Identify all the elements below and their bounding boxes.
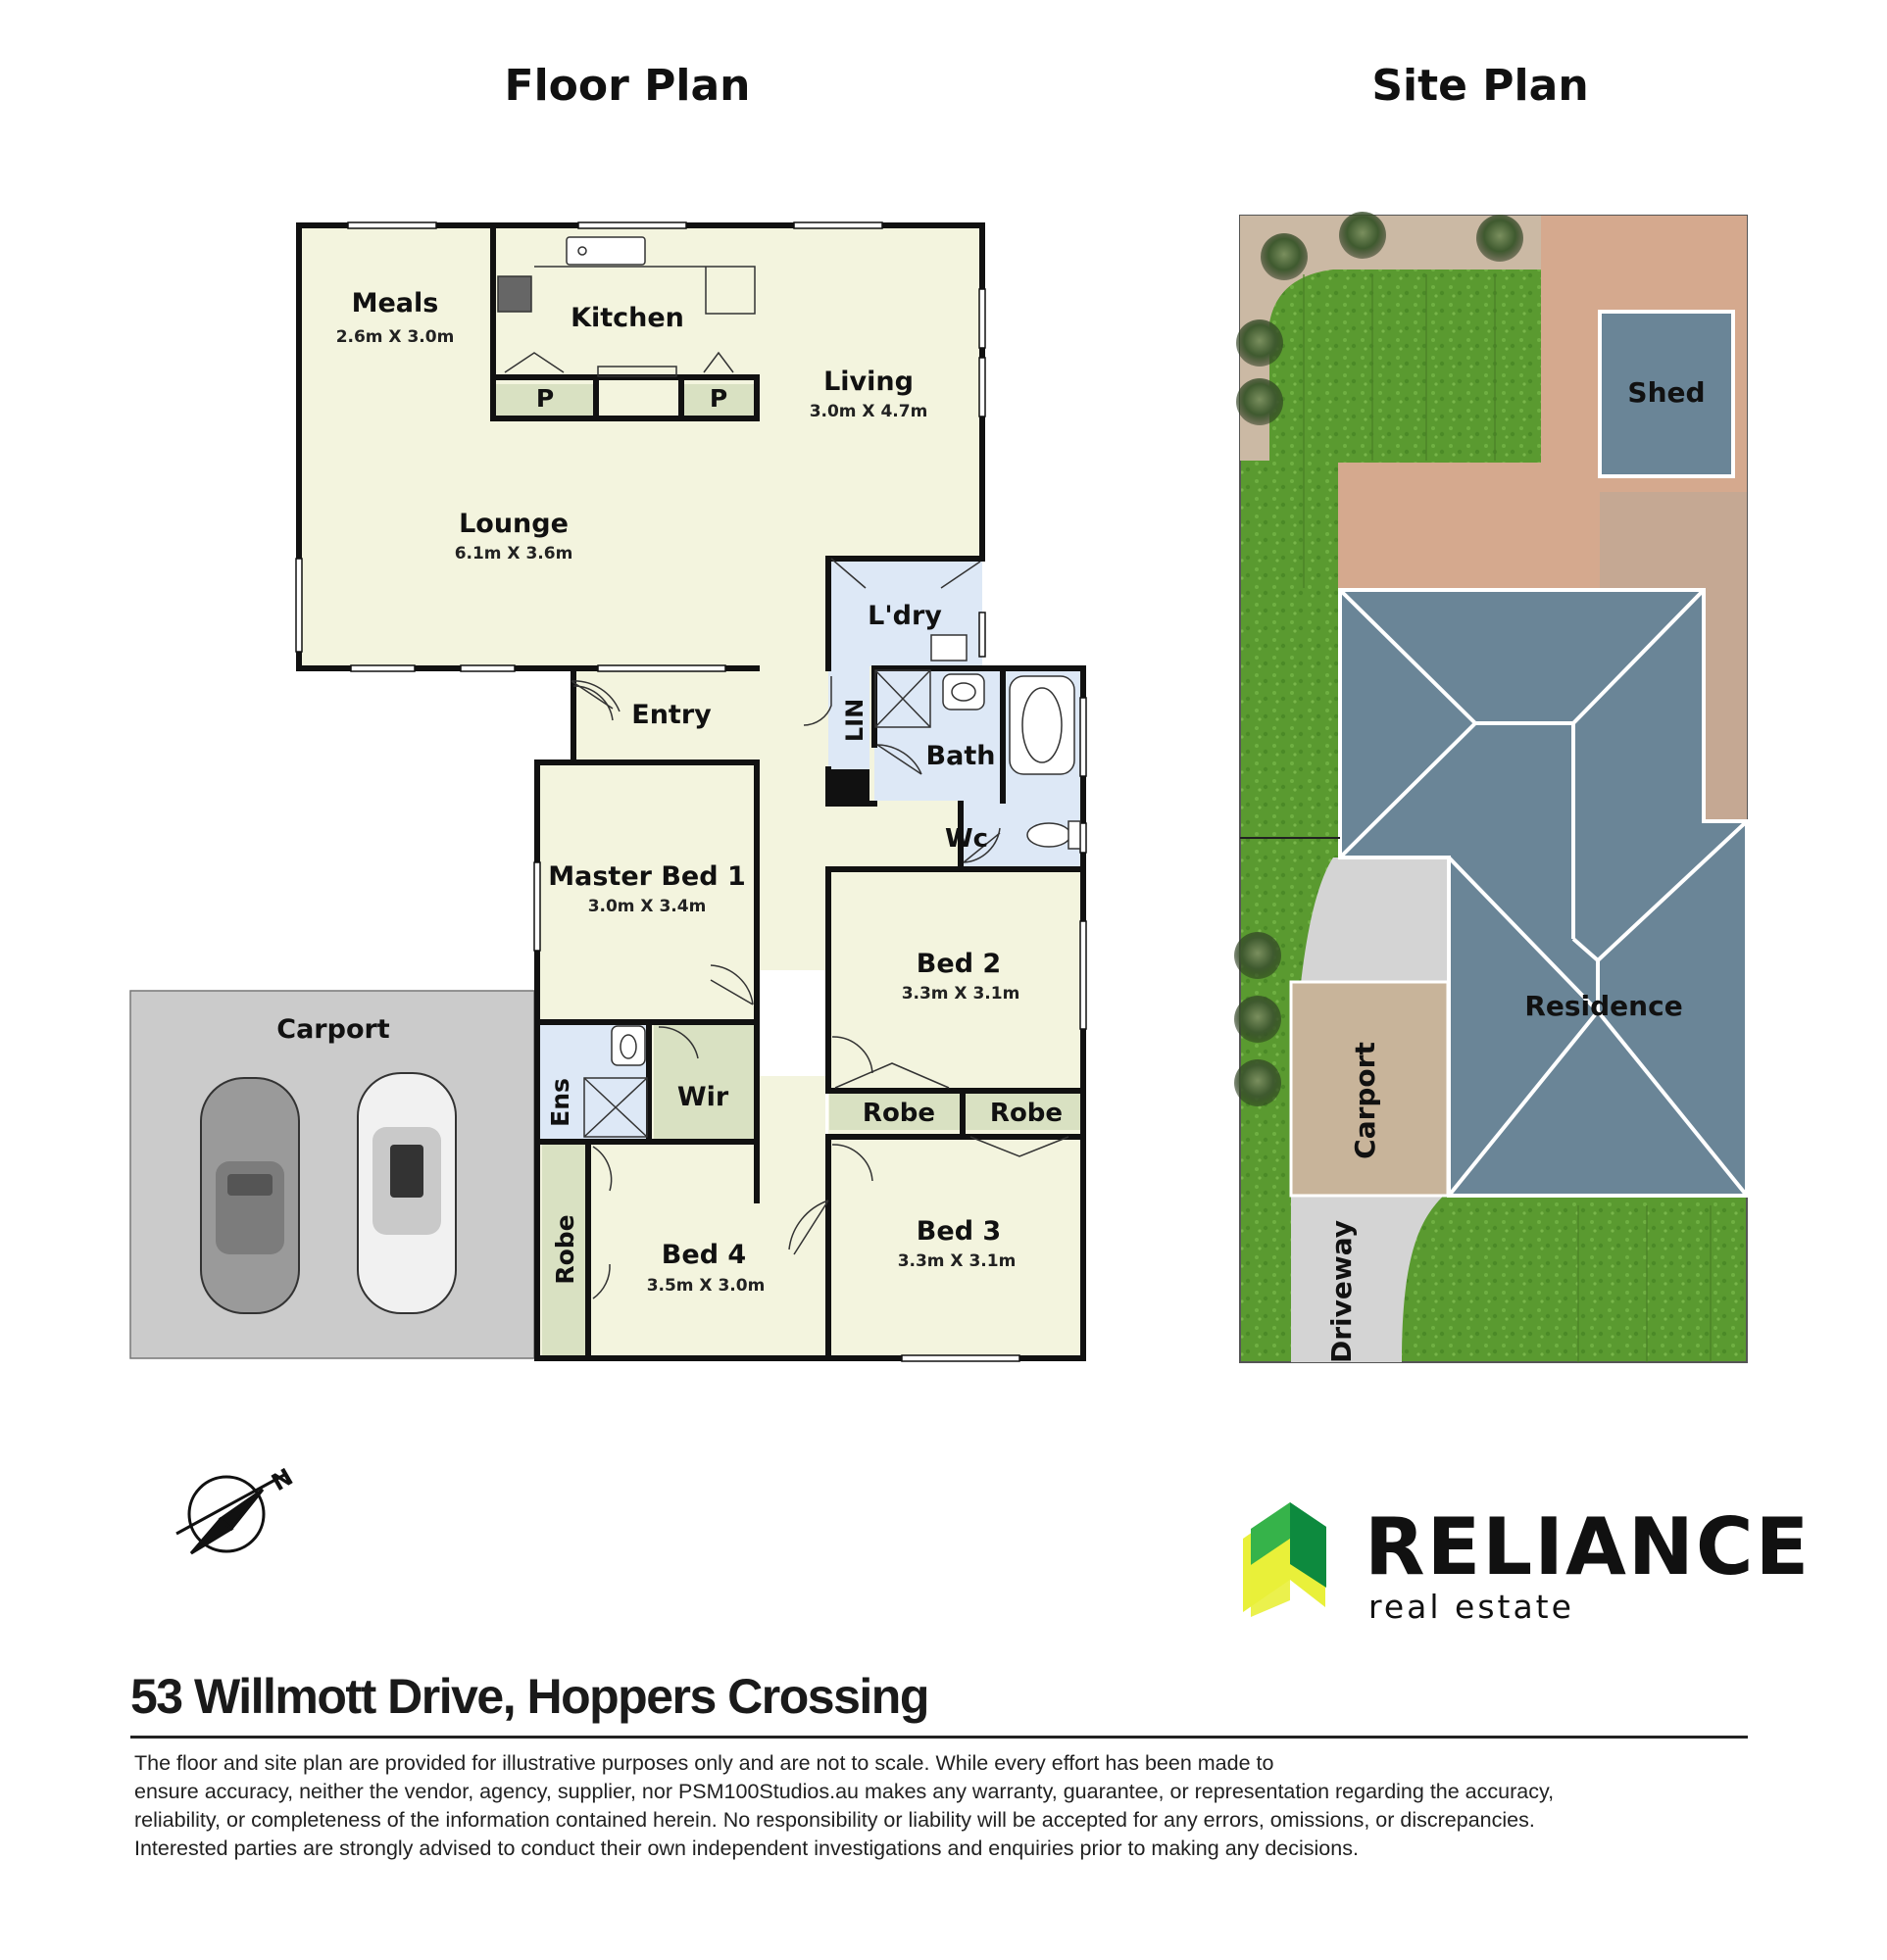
tree-icon <box>1234 212 1523 1106</box>
residence-label: Residence <box>1524 990 1682 1022</box>
bed4-label: Bed 4 <box>662 1240 746 1270</box>
carport-area <box>129 990 535 1359</box>
disclaimer-line: reliability, or completeness of the info… <box>134 1808 1535 1832</box>
living-size: 3.0m X 4.7m <box>810 402 928 421</box>
wir-label: Wir <box>677 1082 729 1112</box>
bed3-label: Bed 3 <box>917 1216 1001 1247</box>
entry-label: Entry <box>631 700 712 730</box>
compass-north-label: N <box>267 1463 297 1496</box>
car-icon <box>357 1072 457 1314</box>
disclaimer-line: Interested parties are strongly advised … <box>134 1837 1359 1860</box>
brand-name: RELIANCE <box>1365 1501 1812 1592</box>
linen-label: LIN <box>841 699 869 742</box>
ensuite-label: Ens <box>546 1078 574 1127</box>
property-address: 53 Willmott Drive, Hoppers Crossing <box>130 1669 929 1724</box>
pantry-label: P <box>710 384 727 413</box>
pantry-label: P <box>536 384 554 413</box>
master-bed-size: 3.0m X 3.4m <box>588 897 707 916</box>
floor-plan <box>129 221 1087 1555</box>
divider <box>130 1736 1748 1739</box>
disclaimer: The floor and site plan are provided for… <box>134 1749 1762 1863</box>
robe-label: Robe <box>863 1099 935 1128</box>
bed3-size: 3.3m X 3.1m <box>898 1251 1017 1271</box>
laundry-label: L'dry <box>868 601 942 631</box>
bed2-size: 3.3m X 3.1m <box>902 984 1020 1004</box>
carport-label: Carport <box>276 1014 390 1045</box>
bed4-size: 3.5m X 3.0m <box>647 1276 766 1296</box>
master-bed-label: Master Bed 1 <box>548 861 746 892</box>
brand-tagline: real estate <box>1368 1588 1574 1626</box>
site-carport-label: Carport <box>1349 1042 1381 1159</box>
disclaimer-line: ensure accuracy, neither the vendor, age… <box>134 1780 1555 1803</box>
site-shed <box>1598 310 1735 478</box>
driveway-label: Driveway <box>1325 1220 1358 1363</box>
site-carport <box>1289 980 1450 1198</box>
site-residence <box>1338 588 1749 1198</box>
living-label: Living <box>823 367 914 397</box>
lounge-label: Lounge <box>459 509 569 539</box>
site-plan-heading: Site Plan <box>1371 61 1589 111</box>
disclaimer-line: The floor and site plan are provided for… <box>134 1751 1274 1775</box>
meals-size: 2.6m X 3.0m <box>336 327 455 347</box>
meals-label: Meals <box>352 288 439 318</box>
car-icon <box>200 1077 300 1314</box>
reliance-logo-icon <box>1243 1502 1326 1617</box>
wc-label: Wc <box>945 824 988 854</box>
lounge-size: 6.1m X 3.6m <box>455 544 573 564</box>
bed2-label: Bed 2 <box>917 949 1001 979</box>
bath-label: Bath <box>926 741 996 771</box>
site-plan <box>1234 212 1749 1363</box>
kitchen-label: Kitchen <box>571 303 684 333</box>
robe-label: Robe <box>551 1214 579 1284</box>
floor-plan-heading: Floor Plan <box>504 61 751 111</box>
compass-icon <box>175 1473 285 1555</box>
robe-label: Robe <box>990 1099 1063 1128</box>
shed-label: Shed <box>1627 376 1705 409</box>
